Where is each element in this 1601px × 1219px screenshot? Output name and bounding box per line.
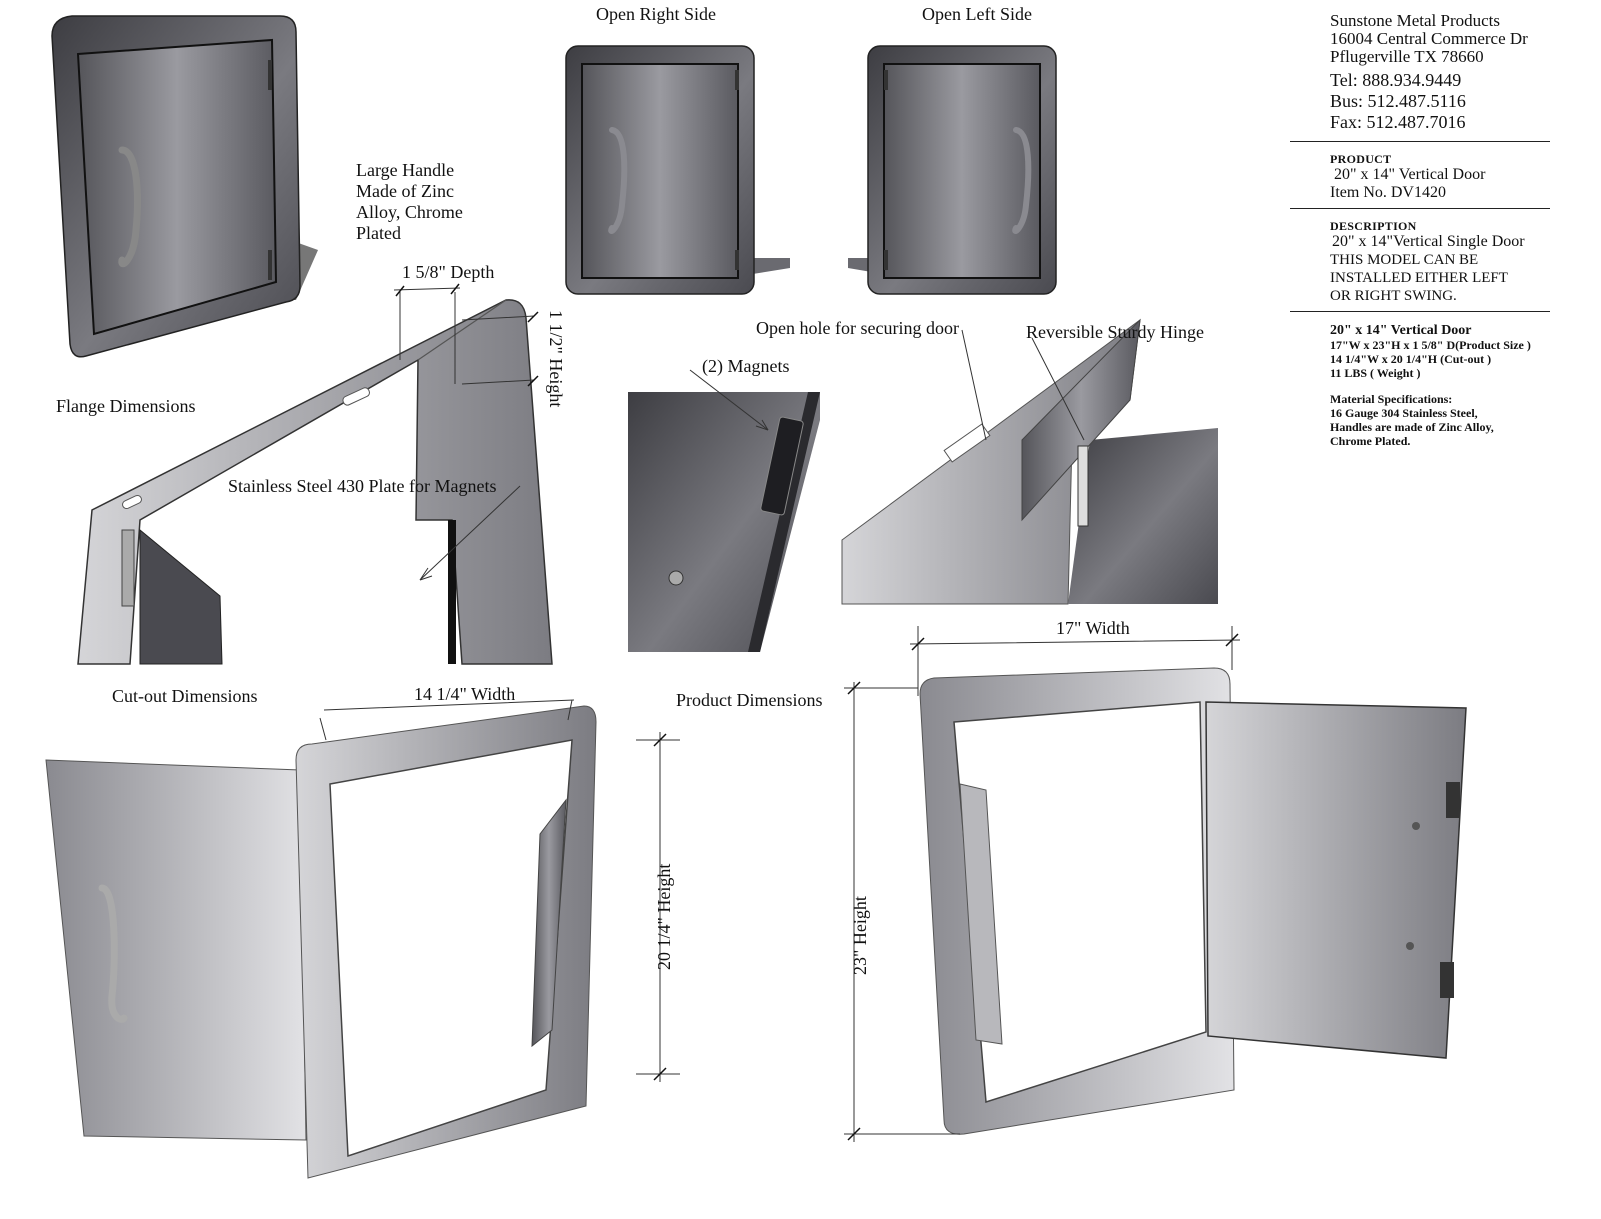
hinge-callout: Reversible Sturdy Hinge	[1026, 322, 1204, 342]
flange-height-label: 1 1/2" Height	[546, 310, 566, 408]
product-width-label: 17" Width	[1056, 618, 1130, 638]
divider	[1290, 208, 1550, 209]
cutout-height-label: 20 1/4" Height	[654, 863, 674, 970]
description-title: 20" x 14"Vertical Single Door	[1332, 233, 1525, 250]
specs-line: 14 1/4"W x 20 1/4"H (Cut-out )	[1330, 352, 1492, 366]
description-line: INSTALLED EITHER LEFT	[1330, 270, 1508, 286]
company-address-1: 16004 Central Commerce Dr	[1330, 29, 1528, 48]
product-view	[844, 626, 1467, 1142]
description-heading: DESCRIPTION	[1330, 219, 1417, 233]
handle-callout: Large Handle Made of Zinc Alloy, Chrome …	[356, 160, 463, 243]
divider	[1290, 141, 1550, 142]
cutout-width-label: 14 1/4" Width	[414, 684, 516, 704]
product-info-panel: Sunstone Metal Products 16004 Central Co…	[1290, 11, 1595, 448]
material-line: Chrome Plated.	[1330, 434, 1411, 448]
door-open-right-view	[565, 45, 790, 295]
material-line: Handles are made of Zinc Alloy,	[1330, 420, 1494, 434]
company-name: Sunstone Metal Products	[1330, 11, 1500, 30]
door-perspective-view	[51, 15, 318, 358]
specs-line: 17"W x 23"H x 1 5/8" D(Product Size )	[1330, 338, 1531, 352]
door-open-left-view	[848, 45, 1057, 295]
company-address-2: Pflugerville TX 78660	[1330, 47, 1484, 66]
flange-view	[77, 283, 553, 665]
specs-title: 20" x 14" Vertical Door	[1330, 323, 1472, 338]
hinge-detail-view	[841, 318, 1218, 605]
product-name: 20" x 14" Vertical Door	[1334, 166, 1486, 183]
divider	[1290, 311, 1550, 312]
open-left-side-label: Open Left Side	[922, 4, 1032, 24]
product-heading: PRODUCT	[1330, 152, 1392, 166]
magnets-callout: (2) Magnets	[702, 356, 790, 376]
specs-line: 11 LBS ( Weight )	[1330, 366, 1421, 380]
product-height-label: 23" Height	[850, 896, 870, 975]
material-line: 16 Gauge 304 Stainless Steel,	[1330, 406, 1478, 420]
bus: Bus: 512.487.5116	[1330, 91, 1466, 111]
cutout-dimensions-label: Cut-out Dimensions	[112, 686, 258, 706]
plate-callout: Stainless Steel 430 Plate for Magnets	[228, 476, 497, 496]
description-line: THIS MODEL CAN BE	[1330, 252, 1479, 268]
tel: Tel: 888.934.9449	[1330, 70, 1462, 90]
magnets-detail-view	[628, 369, 820, 652]
item-number: Item No. DV1420	[1330, 184, 1446, 201]
cutout-view	[45, 699, 680, 1179]
fax: Fax: 512.487.7016	[1330, 112, 1466, 132]
depth-dimension-label: 1 5/8" Depth	[402, 262, 495, 282]
securing-hole-callout: Open hole for securing door	[756, 318, 959, 338]
open-right-side-label: Open Right Side	[596, 4, 716, 24]
product-dimensions-label: Product Dimensions	[676, 690, 823, 710]
description-line: OR RIGHT SWING.	[1330, 288, 1457, 304]
material-heading: Material Specifications:	[1330, 392, 1453, 406]
flange-dimensions-label: Flange Dimensions	[56, 396, 196, 416]
